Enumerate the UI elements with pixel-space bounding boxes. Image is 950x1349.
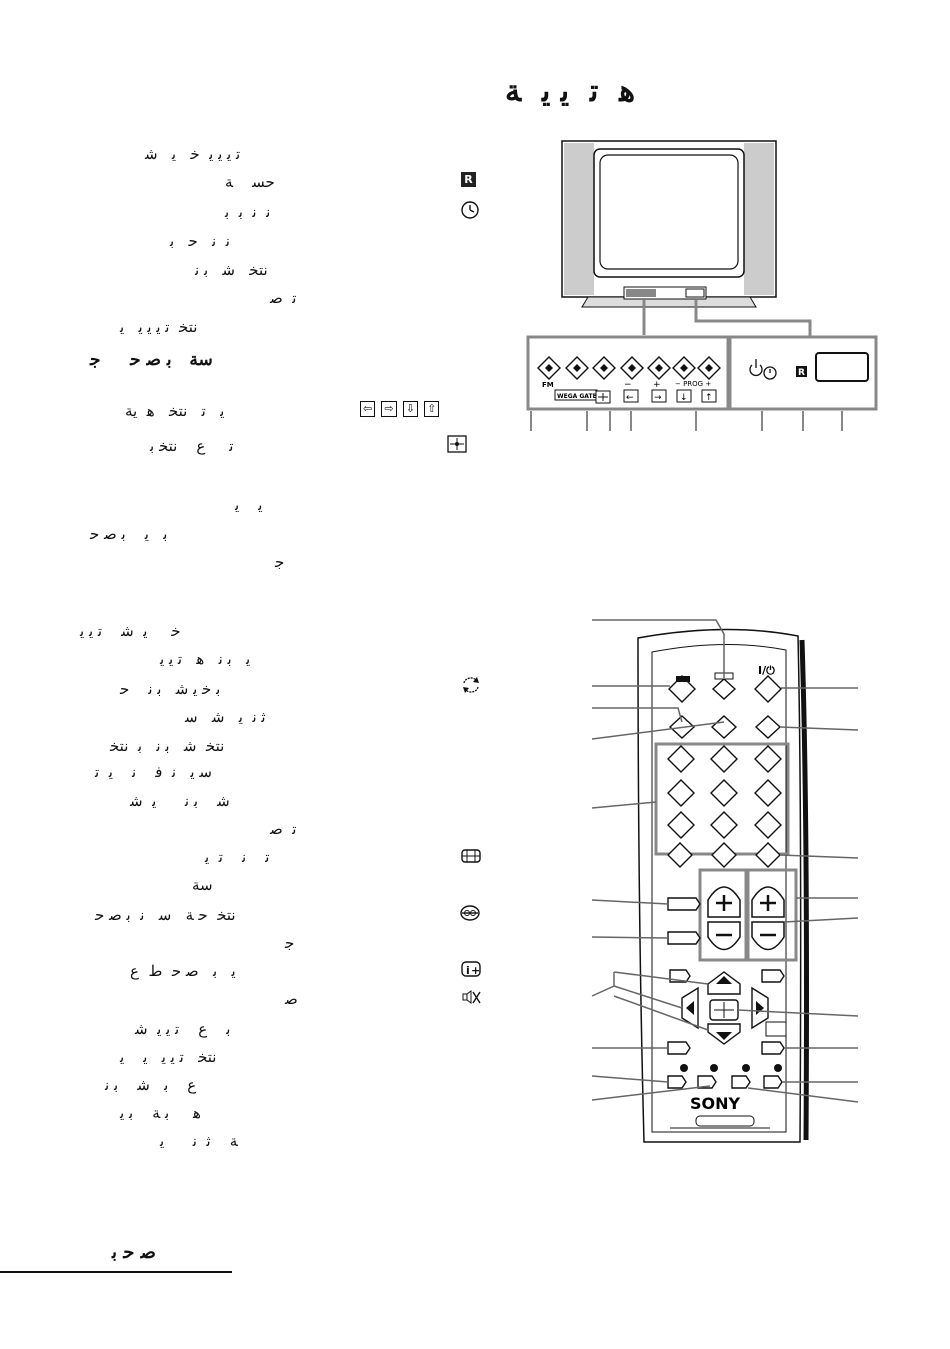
section-heading: ﺳﺔ ﺑ ﺻ ﺣ ﺟ (90, 350, 213, 370)
bottom-right-button (761, 1041, 785, 1055)
arrow-up-key-icon: ⇧ (424, 401, 440, 417)
left-side-button (669, 969, 691, 983)
arrow-left-key-icon: ⇦ (360, 401, 376, 417)
timer-icon (461, 201, 479, 219)
text-line: ﻳ ﻳ (235, 496, 263, 514)
text-line: ﺧ ﻳ ﺷ ﺗ ﻳ ﻳ (80, 622, 181, 640)
right-side-button (761, 969, 785, 983)
wega-gate-label: WEGA GATE (557, 393, 597, 400)
text-line: ﺟ (285, 934, 295, 952)
text-line: ﺣﺴ ﺔ (225, 173, 275, 191)
power-button (754, 675, 782, 703)
text-line: ﺑ ﺧ ﻳ ﺷ ﺑ ﻧ ﺣ (120, 680, 221, 698)
digit-5-button (710, 779, 738, 807)
digit-7-button (667, 811, 695, 839)
mute-button (668, 675, 696, 703)
vol-plus-label: + (653, 380, 661, 390)
sony-logo: SONY (690, 1094, 741, 1113)
swap-icon (463, 677, 479, 693)
text-line: ﻧ ﻧ ﺑ ﺑ (225, 203, 271, 221)
page-title: ﮬ ﺗ ﻳ ﻳ ﺔ (505, 74, 636, 109)
mute-icon (462, 990, 481, 1004)
nav-keys: ⇦ ⇨ ⇩ ⇧ (358, 401, 440, 417)
text-line: ﻧﺘﺨ ﺗ ﻳ ﻳ ﻳ ﻳ (120, 1048, 217, 1066)
tv-up-arrow: ↑ (705, 393, 713, 403)
digit-6-button (754, 779, 782, 807)
text-line: ﺗ ﺻ (270, 820, 297, 838)
screen-button (754, 715, 782, 739)
digit-2-button (710, 745, 738, 773)
tv-down-arrow: ↓ (680, 393, 688, 403)
text-line: ﺷ ﺑ ﻧ ﻳ ﺷ (130, 792, 230, 810)
text-line: ﺑ ﻳ ﺑ ﺻ ﺣ (90, 525, 168, 543)
remote-power-label: I/⏻ (758, 664, 775, 677)
digit-3-button (754, 745, 782, 773)
enter-icon (447, 435, 467, 453)
music-button (667, 1075, 687, 1089)
screen-format-icon (461, 849, 481, 863)
teletext-button (667, 842, 693, 868)
text-line: ﻧﺘﺨ ﺷ ﺑ ﻧ ﺑ ﻧﺘﺨ (110, 737, 225, 755)
text-line: ﺛ ﻧ ﻳ ﺷ ﺳ (185, 708, 266, 726)
text-line: ﺟ (275, 553, 285, 571)
text-line: ﺳ ﻳ ﻧ ﻓ ﻧ ﻳ ﺗ (95, 763, 212, 781)
digit-1-button (667, 745, 695, 773)
effect-button (697, 1075, 717, 1089)
digit-4-button (667, 779, 695, 807)
info-button (711, 678, 737, 700)
digit-8-button (710, 811, 738, 839)
footer-rule (0, 1271, 232, 1273)
tv-main-power-switch (815, 352, 869, 382)
text-line: ﻧﺘﺨ ﺷ ﺑ ﻧ (195, 261, 268, 279)
fm-label: FM (542, 381, 554, 389)
digit-0-button (711, 842, 737, 868)
tv-right-arrow: → (654, 393, 662, 403)
text-line: ﻳ ﺑ ﺻ ﺣ ﻁ ﻉ (130, 962, 236, 980)
text-line: ﻫ ﺑ ﺔ ﺑ ﻳ (120, 1104, 201, 1122)
prog-rocker-box (744, 868, 798, 962)
digit-9-button (754, 811, 782, 839)
text-line: ﻧﺘﺨ ﺣ ﺔ ﺳ ﻧ ﺑ ﺻ ﺣ (95, 906, 236, 924)
volume-rocker-box (698, 868, 750, 962)
text-line: ﺻ (285, 990, 298, 1008)
dual-sound-icon (460, 905, 480, 921)
text-line: ﻉ ﺑ ﺷ ﺑ ﻧ (105, 1076, 197, 1094)
text-line: ﻳ ﺑ ﻧ ﻫ ﺗ ﻳ ﻳ (160, 650, 251, 668)
remote-diagram: I/⏻ (591, 619, 859, 1143)
r-mark-icon: R (461, 172, 476, 187)
text-line: ﺑ ﻉ ﺗ ﻳ ﻳ ﺷ (135, 1020, 231, 1038)
text-line: ﺗ ﻳ ﻳ ﻳ ﺧ ﻳ ﺷ (145, 145, 241, 163)
tv-left-arrow: ← (626, 393, 634, 403)
svg-text:i: i (466, 964, 470, 977)
prog-toggle-button (755, 842, 781, 868)
bottom-left-button (667, 1041, 691, 1055)
prog-label: − PROG + (675, 380, 711, 388)
arrow-right-key-icon: ⇨ (381, 401, 397, 417)
text-line: ﺔ ﺛ ﻧ ﻳ (160, 1132, 238, 1150)
footer-label: ﺻ ﺣ ﺑ (112, 1242, 156, 1263)
picture-mode-button (763, 1075, 783, 1089)
svg-text:+: + (471, 964, 480, 977)
clock-button (667, 897, 701, 911)
text-line: ﺳﺔ (192, 876, 213, 894)
arrow-down-key-icon: ⇩ (402, 401, 418, 417)
tv-diagram: FM WEGA GATE − + − PROG + ← → ↓ ↑ R (526, 140, 878, 431)
text-line: ﺗ ﺻ (270, 289, 297, 307)
vol-minus-label: − (624, 380, 632, 390)
sleep-button (667, 931, 701, 945)
info-icon: i + (461, 961, 481, 977)
nav-text-line: ﻳ ﺗ ﻧﺘﺨ ﻫ ﻳﺔ (125, 402, 225, 420)
text-line: ﺗ ﻧ ﺗ ﻳ (205, 848, 270, 866)
standby-r-label: R (798, 368, 805, 378)
text-line: ﻧ ﻧ ﺣ ﺑ (170, 232, 230, 250)
text-line: ﻧﺘﺨ ﺗ ﻳ ﻳ ﻳ ﻳ (120, 318, 198, 336)
enter-text-line: ﺗ ﻉ ﻧﺘﺨ ﺑ (150, 437, 234, 455)
tv-screen (599, 154, 739, 270)
sound-mode-button (731, 1075, 751, 1089)
